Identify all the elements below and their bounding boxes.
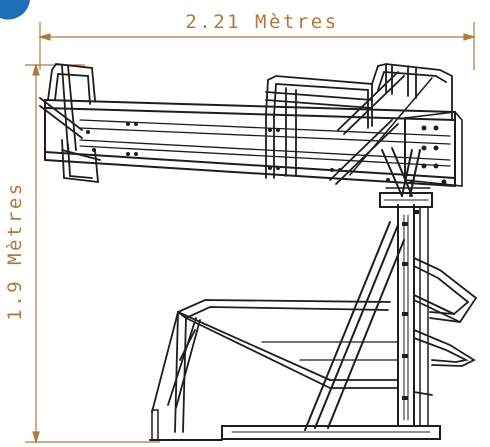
width-dimension-label: 2.21 Mètres [185, 11, 338, 33]
height-dimension-label: 1.9 Mètres [4, 181, 26, 320]
width-dimension [37, 22, 477, 70]
diagonal-strut [304, 221, 405, 431]
table-bolts [86, 122, 447, 185]
lower-cradle [151, 299, 399, 433]
post-bolts [402, 210, 419, 400]
yoke [381, 147, 431, 197]
left-headgate [39, 63, 101, 184]
table-top [44, 99, 463, 187]
central-post [379, 192, 433, 427]
right-rails [413, 257, 478, 396]
base-plate [149, 409, 441, 441]
corner-badge [0, 0, 30, 20]
height-dimension [25, 62, 160, 445]
right-cage [265, 63, 453, 185]
cattle-crate-drawing [39, 63, 478, 441]
